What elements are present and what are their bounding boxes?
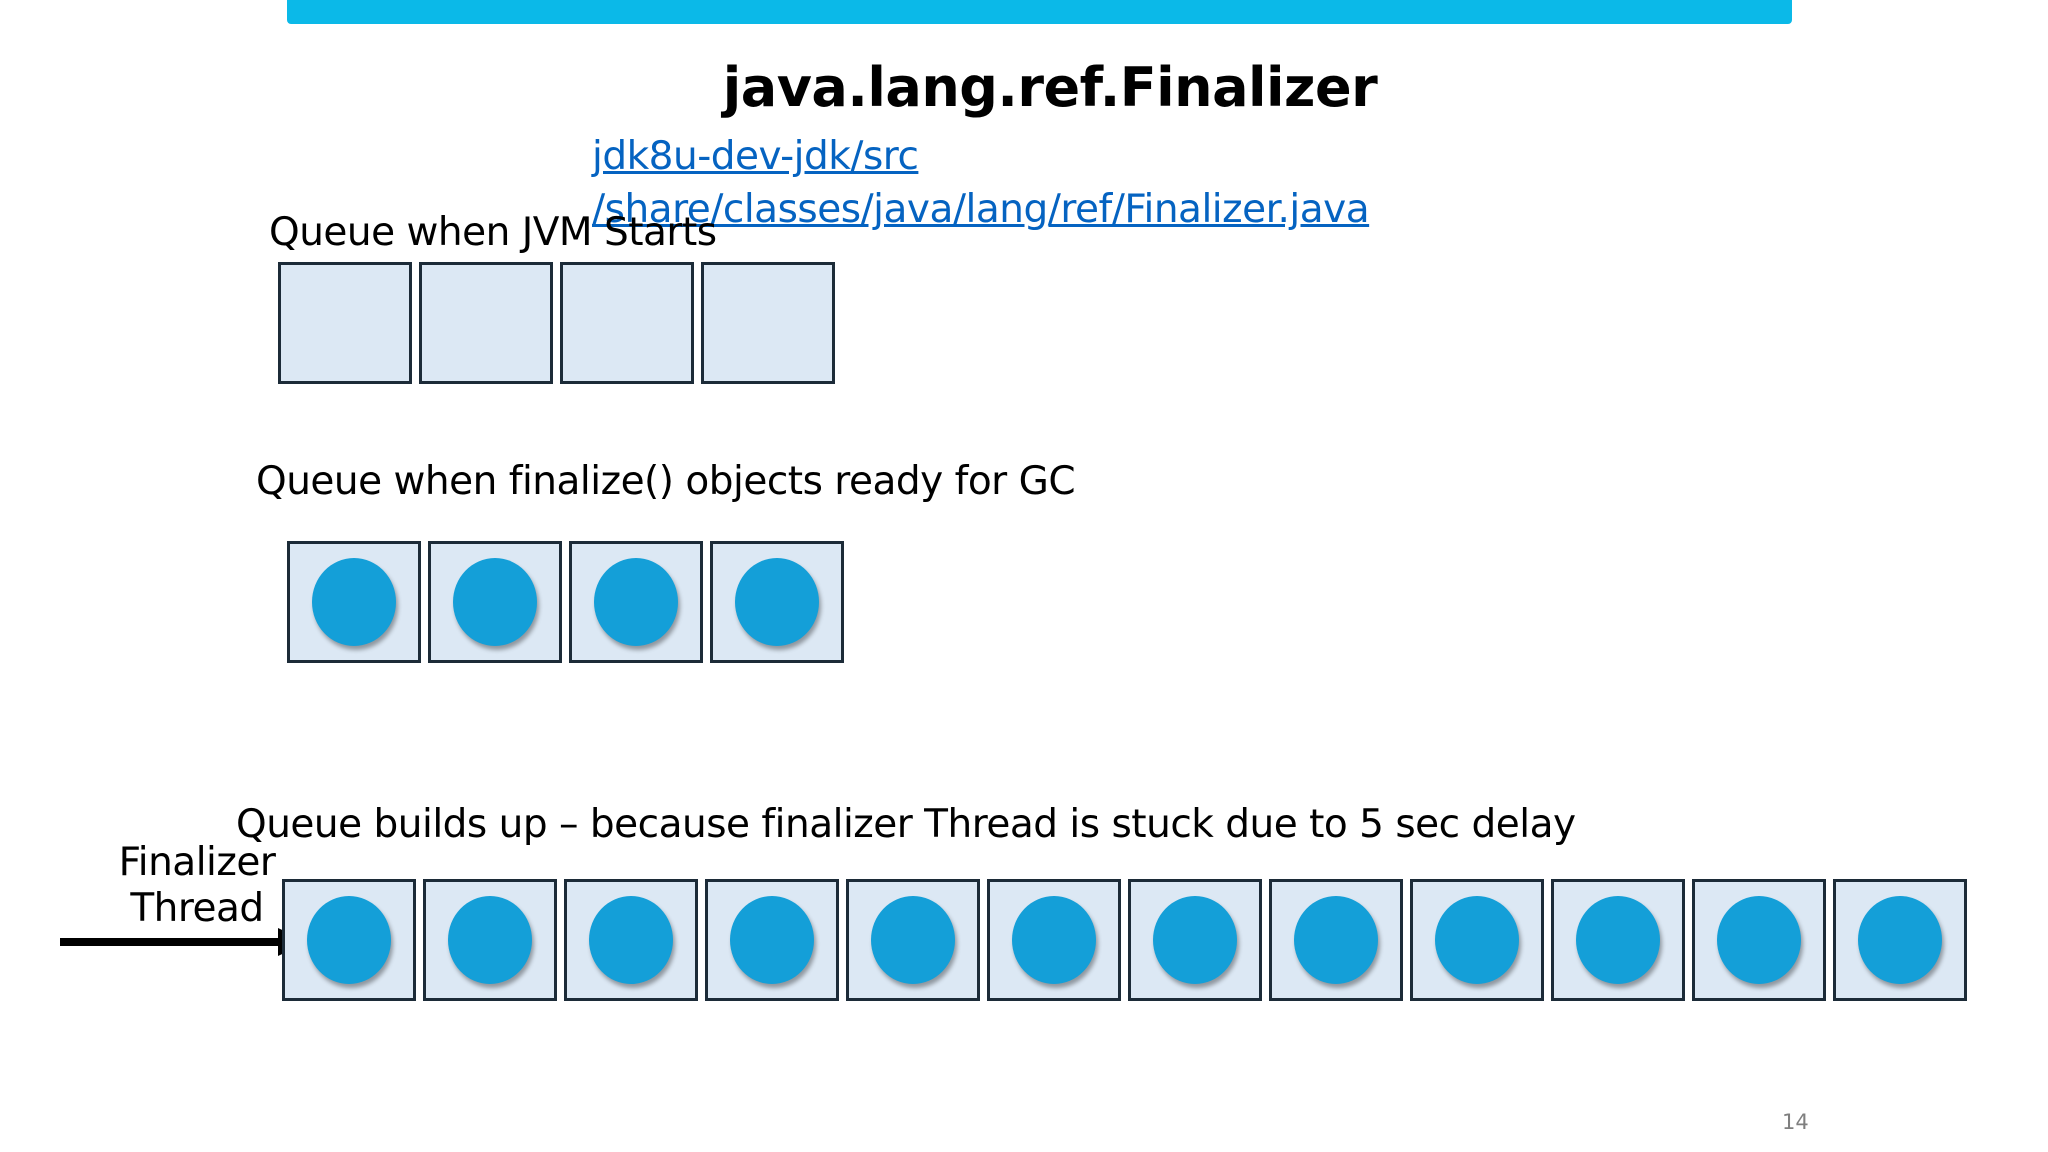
finalizable-object-icon <box>594 558 678 646</box>
finalizable-object-icon <box>307 896 391 984</box>
queue-slot <box>428 541 562 663</box>
queue-slot <box>564 879 698 1001</box>
finalizable-object-icon <box>1576 896 1660 984</box>
source-link-line-1[interactable]: jdk8u-dev-jdk/src <box>592 134 919 179</box>
source-link[interactable]: jdk8u-dev-jdk/src /share/classes/java/la… <box>592 130 1370 236</box>
finalizable-object-icon <box>1858 896 1942 984</box>
finalizable-object-icon <box>730 896 814 984</box>
finalizable-object-icon <box>312 558 396 646</box>
queue-slot <box>987 879 1121 1001</box>
queue-buildup-row <box>282 879 1974 1001</box>
queue-slot <box>569 541 703 663</box>
queue-slot <box>701 262 835 384</box>
thread-label-line-2: Thread <box>130 886 264 931</box>
finalizable-object-icon <box>1294 896 1378 984</box>
queue-slot <box>1833 879 1967 1001</box>
finalizable-object-icon <box>871 896 955 984</box>
finalizable-object-icon <box>1717 896 1801 984</box>
queue-ready-row <box>287 541 851 663</box>
queue-slot <box>282 879 416 1001</box>
queue-slot <box>419 262 553 384</box>
finalizer-thread-label: Finalizer Thread <box>112 840 282 932</box>
queue-start-row <box>278 262 842 384</box>
queue-ready-label: Queue when finalize() objects ready for … <box>256 459 1076 504</box>
finalizable-object-icon <box>589 896 673 984</box>
finalizable-object-icon <box>1153 896 1237 984</box>
header-accent-bar <box>287 0 1792 24</box>
queue-slot <box>1128 879 1262 1001</box>
finalizable-object-icon <box>448 896 532 984</box>
finalizable-object-icon <box>1435 896 1519 984</box>
queue-slot <box>278 262 412 384</box>
queue-slot <box>705 879 839 1001</box>
queue-slot <box>1692 879 1826 1001</box>
source-link-line-2[interactable]: /share/classes/java/lang/ref/Finalizer.j… <box>592 187 1370 232</box>
queue-slot <box>1551 879 1685 1001</box>
queue-buildup-label: Queue builds up – because finalizer Thre… <box>236 802 1576 847</box>
finalizable-object-icon <box>453 558 537 646</box>
finalizable-object-icon <box>1012 896 1096 984</box>
queue-slot <box>1269 879 1403 1001</box>
queue-slot <box>1410 879 1544 1001</box>
queue-slot <box>423 879 557 1001</box>
thread-label-line-1: Finalizer <box>118 840 276 885</box>
page-number: 14 <box>1782 1110 1809 1134</box>
thread-arrow-icon <box>60 928 308 956</box>
finalizable-object-icon <box>735 558 819 646</box>
queue-slot <box>287 541 421 663</box>
slide-title: java.lang.ref.Finalizer <box>722 56 1378 119</box>
queue-slot <box>846 879 980 1001</box>
queue-slot <box>710 541 844 663</box>
queue-slot <box>560 262 694 384</box>
queue-start-label: Queue when JVM Starts <box>269 210 717 255</box>
